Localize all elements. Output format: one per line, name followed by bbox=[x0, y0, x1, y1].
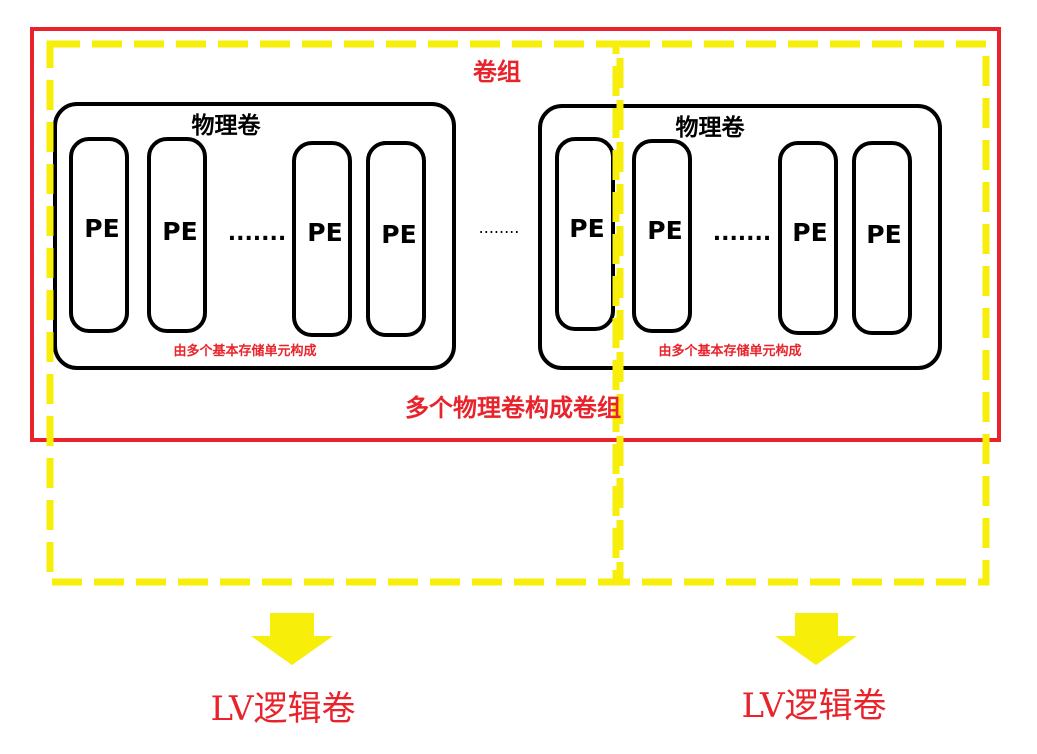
pe-label-pv1-1: PE bbox=[84, 214, 119, 243]
physical-volume-title-2: 物理卷 bbox=[676, 114, 746, 141]
pe-cell-pv2-3 bbox=[778, 141, 838, 335]
pe-label-pv1-4: PE bbox=[381, 220, 416, 249]
pe-label-pv2-2: PE bbox=[647, 216, 682, 245]
arrow-down-2 bbox=[775, 613, 857, 665]
physical-volume-caption-2: 由多个基本存储单元构成 bbox=[658, 343, 801, 359]
ellipsis-between-pvs: ........ bbox=[479, 218, 520, 237]
physical-volume-box-1 bbox=[53, 102, 456, 370]
pe-cell-pv1-3 bbox=[292, 141, 352, 337]
pe-cell-pv1-2 bbox=[147, 137, 207, 333]
logical-volume-box-2 bbox=[616, 40, 990, 586]
pe-cell-pv2-2 bbox=[632, 139, 692, 333]
pe-cell-pv1-1 bbox=[69, 137, 129, 333]
volume-group-box bbox=[30, 27, 1001, 442]
volume-group-title: 卷组 bbox=[473, 58, 521, 86]
pe-label-pv2-1: PE bbox=[569, 214, 604, 243]
logical-volume-label-1: LV逻辑卷 bbox=[210, 689, 355, 729]
ellipsis-pv1: ....... bbox=[228, 221, 287, 246]
physical-volume-title-1: 物理卷 bbox=[192, 112, 262, 139]
physical-volume-box-2 bbox=[538, 104, 942, 370]
pe-cell-pv2-4 bbox=[852, 141, 912, 335]
arrow-down-1 bbox=[251, 613, 333, 665]
pe-cell-pv1-4 bbox=[366, 141, 426, 337]
logical-volume-label-2: LV逻辑卷 bbox=[741, 686, 886, 726]
ellipsis-pv2: ....... bbox=[713, 221, 772, 246]
pe-label-pv1-2: PE bbox=[162, 217, 197, 246]
pe-label-pv2-4: PE bbox=[866, 220, 901, 249]
pe-label-pv1-3: PE bbox=[307, 218, 342, 247]
logical-volume-box-1 bbox=[46, 40, 620, 586]
volume-group-caption: 多个物理卷构成卷组 bbox=[405, 394, 621, 422]
pe-label-pv2-3: PE bbox=[792, 218, 827, 247]
physical-volume-caption-1: 由多个基本存储单元构成 bbox=[173, 343, 316, 359]
